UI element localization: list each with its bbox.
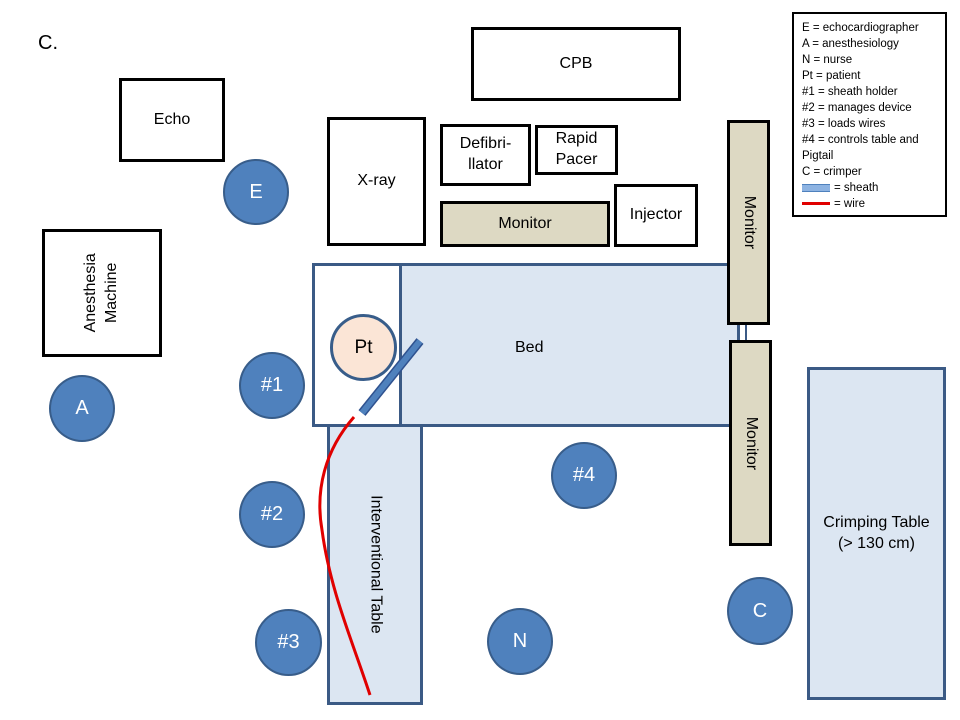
legend-item: Pt = patient: [802, 70, 861, 82]
person-4-label: #4: [572, 464, 596, 486]
legend-wire-row: = wire: [802, 196, 945, 212]
person-2-label: #2: [260, 503, 284, 525]
panel-label: C.: [38, 32, 58, 54]
echo-label: Echo: [153, 110, 191, 128]
person-e-label: E: [249, 180, 263, 203]
legend-wire-label: = wire: [834, 198, 865, 210]
person-table-controller: #4: [551, 442, 617, 509]
crimping-table: Crimping Table (> 130 cm): [807, 367, 946, 700]
cpb-box: CPB: [471, 27, 681, 101]
crimping-table-label-line2: (> 130 cm): [838, 534, 915, 552]
legend-sheath-label: = sheath: [834, 182, 879, 194]
bed: Bed: [398, 263, 740, 427]
injector-box: Injector: [614, 184, 698, 247]
legend-item: A = anesthesiology: [802, 38, 899, 50]
person-echocardiographer: E: [223, 159, 289, 225]
legend-item: #1 = sheath holder: [802, 86, 898, 98]
legend-item: Pigtail: [802, 150, 834, 162]
person-manages-device: #2: [239, 481, 305, 548]
person-loads-wires: #3: [255, 609, 322, 676]
monitor-right-lower-box: Monitor: [729, 340, 772, 546]
person-1-label: #1: [260, 374, 284, 396]
xray-label: X-ray: [357, 172, 396, 190]
rapid-pacer-label-line1: Rapid: [555, 130, 598, 148]
monitor-top-label: Monitor: [498, 214, 552, 232]
defibrillator-label-line2: llator: [468, 156, 503, 173]
legend-item: C = crimper: [802, 166, 862, 178]
person-nurse: N: [487, 608, 553, 675]
legend-item: N = nurse: [802, 54, 853, 66]
cpb-label: CPB: [559, 54, 593, 72]
wire-swatch-icon: [802, 202, 830, 206]
legend: E = echocardiographer A = anesthesiology…: [792, 12, 947, 217]
echo-box: Echo: [119, 78, 225, 162]
person-c-label: C: [752, 599, 768, 622]
wire: [318, 416, 372, 696]
sheath: [359, 339, 423, 415]
legend-item: E = echocardiographer: [802, 22, 919, 34]
person-sheath-holder: #1: [239, 352, 305, 419]
monitor-top-box: Monitor: [440, 201, 610, 247]
legend-item: #4 = controls table and: [802, 134, 919, 146]
patient-circle: Pt: [330, 314, 397, 381]
xray-box: X-ray: [327, 117, 426, 246]
monitor-right-upper-box: Monitor: [727, 120, 770, 325]
person-anesthesiology: A: [49, 375, 115, 442]
person-crimper: C: [727, 577, 793, 645]
defibrillator-label-line1: Defibri-: [459, 135, 512, 153]
person-3-label: #3: [277, 631, 300, 653]
legend-sheath-row: = sheath: [802, 180, 945, 196]
sheath-swatch-icon: [802, 183, 830, 192]
bed-label: Bed: [515, 339, 544, 356]
patient-label: Pt: [354, 336, 373, 358]
legend-item: #2 = manages device: [802, 102, 912, 114]
injector-label: Injector: [629, 206, 683, 224]
rapid-pacer-label-line2: Pacer: [555, 151, 598, 168]
crimping-table-label-line1: Crimping Table: [823, 513, 930, 531]
monitor-connector: [745, 322, 747, 344]
person-a-label: A: [75, 397, 89, 419]
legend-item: #3 = loads wires: [802, 118, 886, 130]
defibrillator-box: Defibri-llator: [440, 124, 531, 186]
person-n-label: N: [512, 630, 528, 652]
